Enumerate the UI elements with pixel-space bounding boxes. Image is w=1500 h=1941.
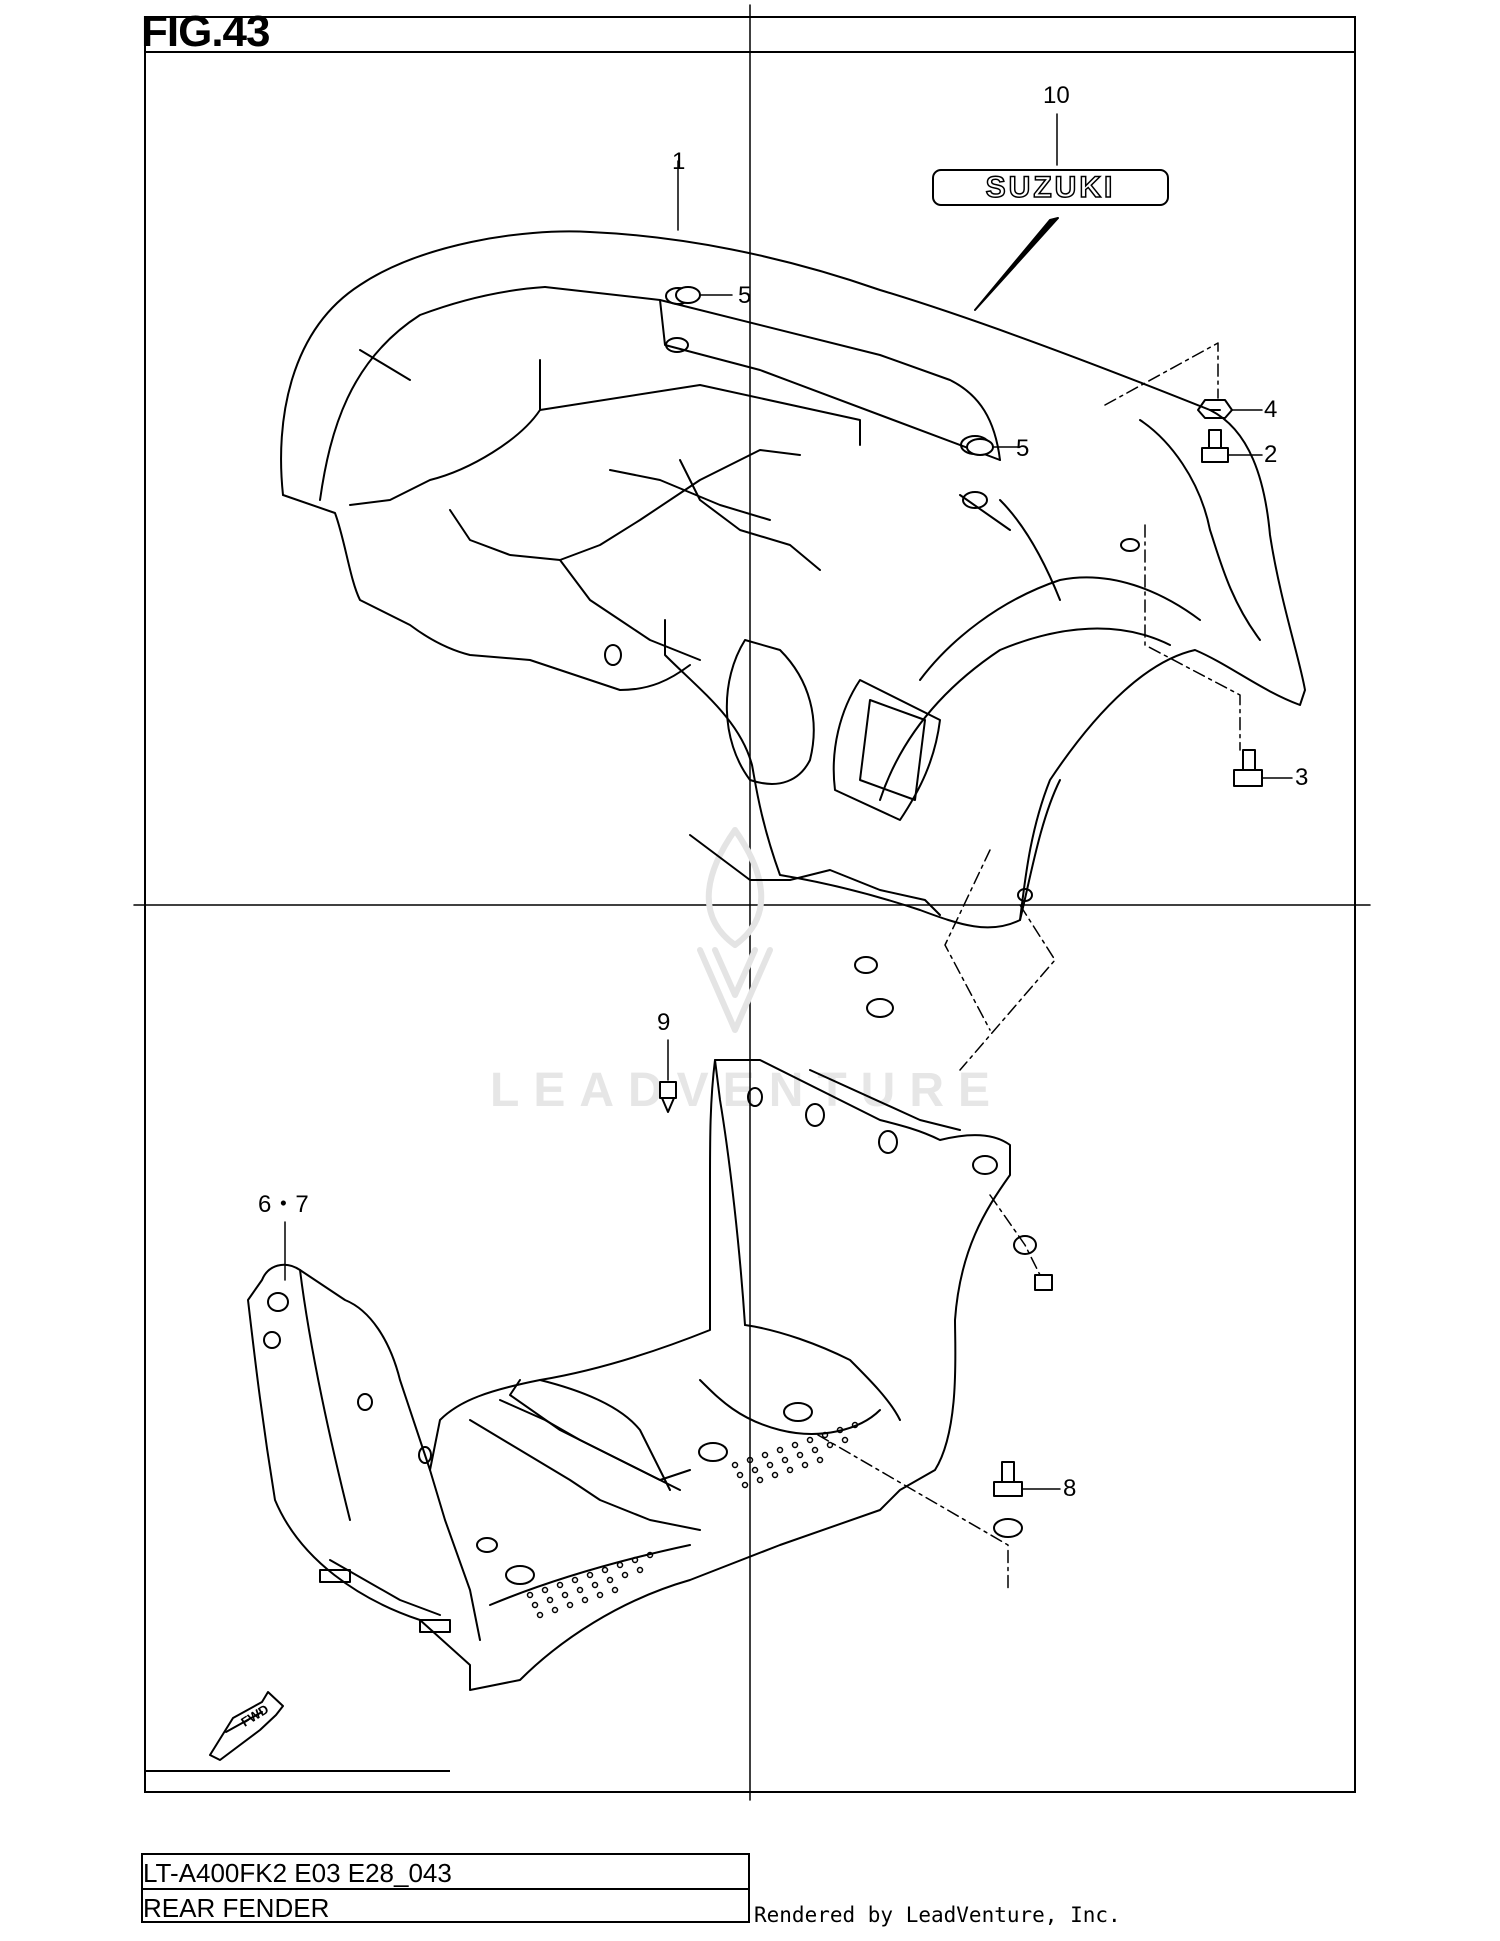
dashed-assembly-lines <box>817 342 1241 1591</box>
watermark-text: LEADVENTURE <box>490 1064 1005 1117</box>
washer <box>854 956 878 974</box>
frame-footer-divider <box>144 1770 450 1772</box>
callout-9: 9 <box>657 1009 671 1036</box>
screw <box>1034 1274 1053 1291</box>
clip-part-9 <box>659 1081 677 1113</box>
washer <box>866 998 894 1018</box>
callout-10: 10 <box>1043 82 1070 109</box>
bolt-part-8 <box>993 1461 1023 1538</box>
forward-direction-arrow <box>209 1691 284 1761</box>
watermark-logo <box>697 827 773 1033</box>
suzuki-decal-part-10 <box>932 169 1169 311</box>
callout-5a: 5 <box>738 282 752 309</box>
nut-part-4 <box>1197 399 1233 419</box>
rendered-by-footer: Rendered by LeadVenture, Inc. <box>754 1903 1121 1927</box>
callout-3: 3 <box>1295 764 1309 791</box>
info-box-divider <box>141 1888 750 1890</box>
bolt-part-2 <box>1201 429 1229 463</box>
suzuki-badge-text: SUZUKI <box>985 171 1116 205</box>
washer <box>1013 1235 1037 1255</box>
bolt-part-3 <box>1233 749 1263 787</box>
footrest-fender-part-6-7 <box>247 1059 1011 1691</box>
callout-1: 1 <box>672 148 686 175</box>
footrest-perforations <box>526 1421 859 1619</box>
grommet-part-5 <box>675 286 994 456</box>
model-code: LT-A400FK2 E03 E28_043 <box>143 1858 452 1888</box>
leader-lines <box>284 113 1293 1490</box>
callout-2: 2 <box>1264 441 1278 468</box>
rear-fender-part-1 <box>280 230 1306 929</box>
callout-4: 4 <box>1264 396 1278 423</box>
section-name: REAR FENDER <box>143 1893 330 1923</box>
callout-6-7: 6・7 <box>258 1191 309 1218</box>
callout-5b: 5 <box>1016 435 1030 462</box>
callout-8: 8 <box>1063 1475 1077 1502</box>
